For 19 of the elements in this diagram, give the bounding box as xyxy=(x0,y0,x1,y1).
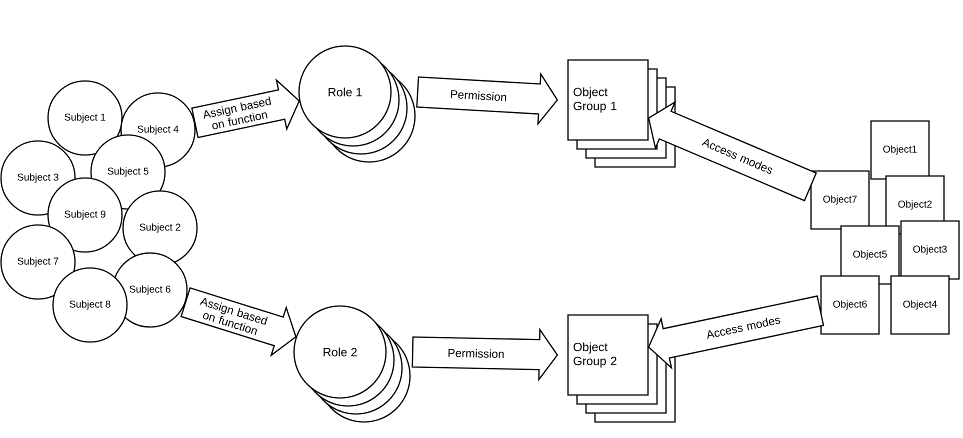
object-group-stack: Object Group 1 xyxy=(567,59,676,168)
role-circle-stack: Role 2 xyxy=(293,305,411,423)
block-arrow xyxy=(412,328,558,382)
edge-label: Permission xyxy=(448,348,504,358)
object-square: Object6 xyxy=(820,275,880,335)
role-circle-stack: Role 1 xyxy=(298,45,416,163)
block-arrow xyxy=(180,287,297,357)
object-square: Object4 xyxy=(890,275,950,335)
edge-label: Assign based on function xyxy=(200,298,268,335)
edge-label: Permission xyxy=(450,90,506,102)
block-arrow xyxy=(191,78,300,138)
block-arrow xyxy=(416,72,558,126)
object-square: Object3 xyxy=(900,220,960,280)
edge-label: Access modes xyxy=(707,318,780,339)
object-square: Object1 xyxy=(870,120,930,180)
object-square: Object7 xyxy=(810,170,870,230)
edge-label: Assign based on function xyxy=(204,96,272,130)
object-group-stack: Object Group 2 xyxy=(567,314,676,423)
block-arrow xyxy=(648,295,824,370)
